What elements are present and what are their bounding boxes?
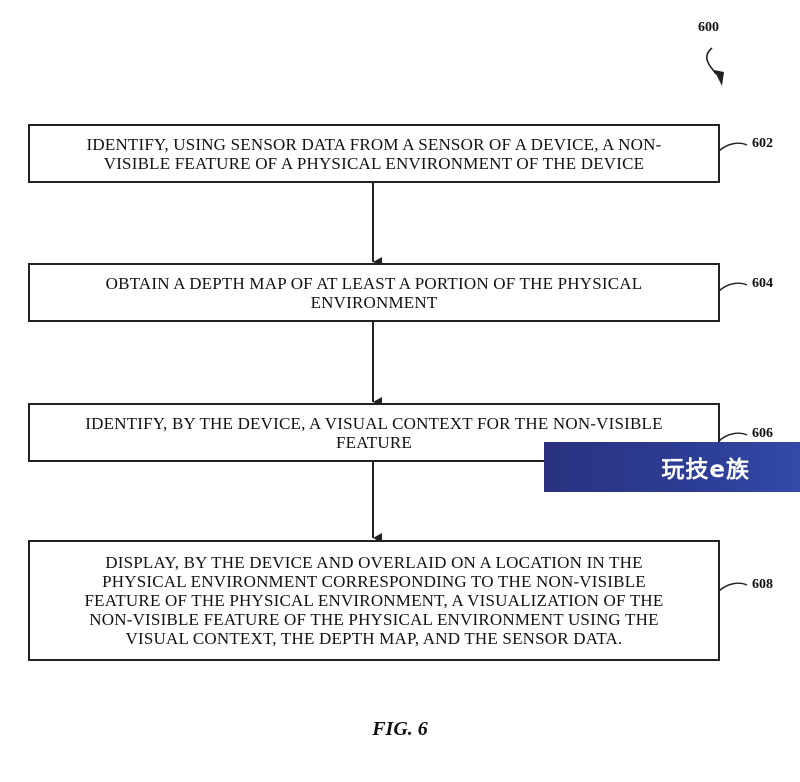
step-text-608: DISPLAY, BY THE DEVICE AND OVERLAID ON A… [85, 553, 664, 648]
step-ref-604: 604 [752, 276, 773, 291]
step-ref-602: 602 [752, 136, 773, 151]
watermark-text: 玩技e族 [661, 457, 750, 483]
step-604-line-1: OBTAIN A DEPTH MAP OF AT LEAST A PORTION… [105, 273, 643, 293]
step-606-line-2: FEATURE [335, 432, 412, 452]
step-602-line-2: VISIBLE FEATURE OF A PHYSICAL ENVIRONMEN… [103, 153, 645, 173]
figure-pointer-arrowhead [714, 70, 724, 86]
leader-604 [717, 282, 748, 293]
step-box-602: IDENTIFY, USING SENSOR DATA FROM A SENSO… [28, 124, 720, 183]
step-606-line-1: IDENTIFY, BY THE DEVICE, A VISUAL CONTEX… [85, 413, 663, 433]
step-text-606: IDENTIFY, BY THE DEVICE, A VISUAL CONTEX… [85, 414, 662, 452]
step-text-604: OBTAIN A DEPTH MAP OF AT LEAST A PORTION… [106, 274, 643, 312]
step-ref-608: 608 [752, 577, 773, 592]
step-604-line-2: ENVIRONMENT [310, 292, 438, 312]
figure-pointer-arrow [706, 47, 717, 75]
figure-caption: FIG. 6 [372, 718, 428, 740]
step-box-604: OBTAIN A DEPTH MAP OF AT LEAST A PORTION… [28, 263, 720, 322]
step-608-line-1: DISPLAY, BY THE DEVICE AND OVERLAID ON A… [105, 553, 643, 572]
leader-602 [717, 142, 748, 153]
step-608-line-4: NON-VISIBLE FEATURE OF THE PHYSICAL ENVI… [89, 610, 659, 629]
watermark-banner: 玩技e族 [544, 442, 800, 492]
leader-606 [717, 432, 748, 443]
figure-number-label: 600 [698, 20, 719, 35]
leader-608 [717, 582, 748, 593]
step-602-line-1: IDENTIFY, USING SENSOR DATA FROM A SENSO… [86, 134, 662, 154]
step-608-line-3: FEATURE OF THE PHYSICAL ENVIRONMENT, A V… [84, 591, 664, 610]
step-608-line-5: VISUAL CONTEXT, THE DEPTH MAP, AND THE S… [125, 629, 623, 648]
step-ref-606: 606 [752, 426, 773, 441]
step-box-608: DISPLAY, BY THE DEVICE AND OVERLAID ON A… [28, 540, 720, 661]
step-608-line-2: PHYSICAL ENVIRONMENT CORRESPONDING TO TH… [102, 572, 646, 591]
step-text-602: IDENTIFY, USING SENSOR DATA FROM A SENSO… [87, 135, 662, 173]
